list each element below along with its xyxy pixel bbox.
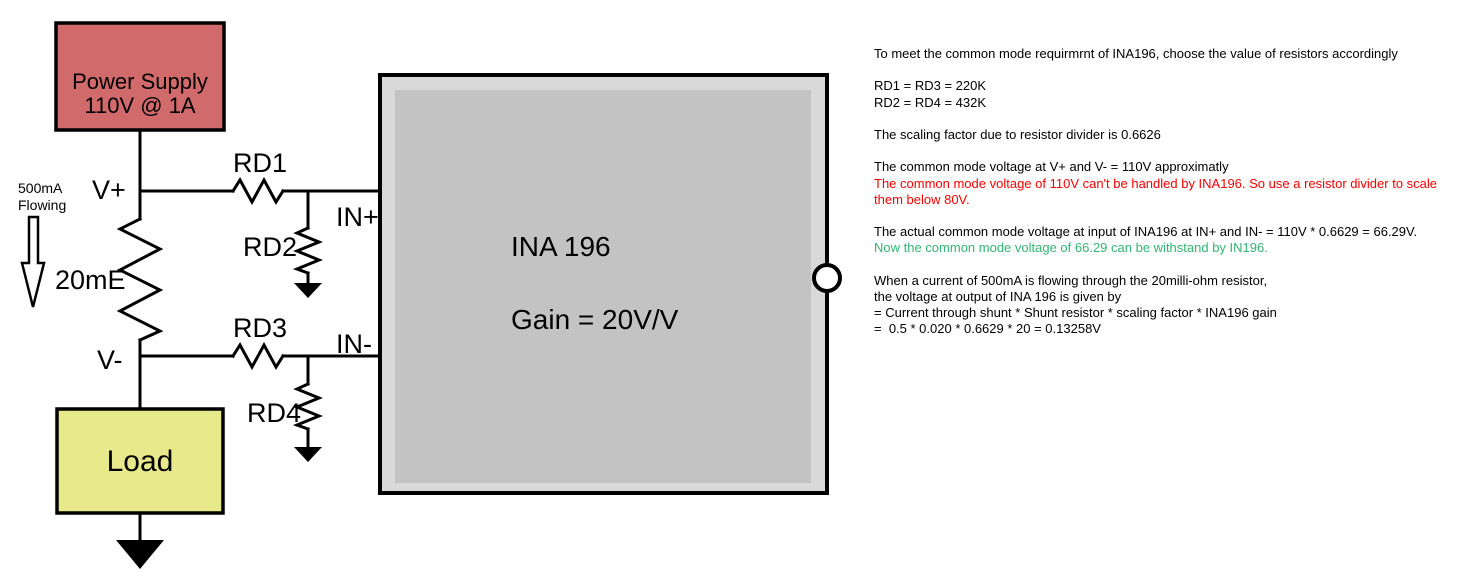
- wires: [138, 127, 398, 544]
- note-line: them below 80V.: [874, 191, 970, 207]
- load-down-arrow-icon: [116, 540, 164, 569]
- note-line: [874, 256, 1476, 272]
- notes-panel: To meet the common mode requirmrnt of IN…: [874, 46, 1476, 337]
- note-line: Now the common mode voltage of 66.29 can…: [874, 240, 1268, 256]
- note-line: = Current through shunt * Shunt resistor…: [874, 305, 1277, 320]
- shunt-value-label: 20mE: [55, 265, 126, 295]
- ina196-gain-label: Gain = 20V/V: [511, 304, 679, 335]
- note-line: The scaling factor due to resistor divid…: [874, 126, 1161, 142]
- load-rect: [55, 407, 225, 515]
- note-line: RD2 = RD4 = 432K: [874, 94, 987, 110]
- rd3-resistor: [230, 341, 286, 371]
- note-line: The common mode voltage of 110V can't be…: [874, 175, 1438, 191]
- ina196-name-label: INA 196: [511, 231, 611, 262]
- note-line: To meet the common mode requirmrnt of IN…: [874, 46, 1398, 61]
- power-supply-rect: [54, 21, 226, 132]
- note-line: [874, 111, 1476, 127]
- power-supply-box: Power Supply 110V @ 1A: [54, 21, 226, 132]
- in-plus-label: IN+: [336, 202, 379, 232]
- load-label: Load: [107, 445, 174, 478]
- current-flow-label-line1: 500mA: [18, 180, 63, 196]
- load-box: Load: [55, 407, 225, 515]
- circuit-diagram: Power Supply 110V @ 1A Load INA 196 Gain…: [18, 21, 842, 569]
- output-terminal-icon: [812, 263, 842, 293]
- rd3-label: RD3: [233, 313, 287, 343]
- rd4-ground-icon: [294, 447, 322, 462]
- rd4-label: RD4: [247, 398, 301, 428]
- note-line: [874, 143, 1476, 159]
- note-line: The actual common mode voltage at input …: [874, 224, 1418, 240]
- v-plus-label: V+: [92, 175, 126, 205]
- power-supply-rating: 110V @ 1A: [84, 93, 196, 118]
- rd1-resistor: [230, 176, 286, 206]
- power-supply-label: Power Supply: [72, 69, 208, 94]
- rd4-resistor: [292, 382, 323, 431]
- current-flow-label-line2: Flowing: [18, 197, 66, 213]
- note-line: The common mode voltage at V+ and V- = 1…: [874, 159, 1229, 175]
- rd2-label: RD2: [243, 232, 297, 262]
- shunt-resistor: [116, 216, 164, 342]
- rd1-label: RD1: [233, 148, 287, 178]
- note-line: [874, 208, 1476, 224]
- in-minus-label: IN-: [336, 329, 372, 359]
- note-line: = 0.5 * 0.020 * 0.6629 * 20 = 0.13258V: [874, 321, 1101, 337]
- note-line: [874, 62, 1476, 78]
- note-line: the voltage at output of INA 196 is give…: [874, 288, 1122, 304]
- note-line: When a current of 500mA is flowing throu…: [874, 272, 1268, 288]
- note-line: RD1 = RD3 = 220K: [874, 78, 987, 94]
- rd2-resistor: [292, 226, 323, 275]
- rd2-ground-icon: [294, 283, 322, 298]
- v-minus-label: V-: [97, 345, 123, 375]
- ina196-inner-rect: [395, 90, 811, 483]
- current-flow-arrow-icon: [20, 215, 46, 308]
- ina196-box: INA 196 Gain = 20V/V: [378, 73, 842, 495]
